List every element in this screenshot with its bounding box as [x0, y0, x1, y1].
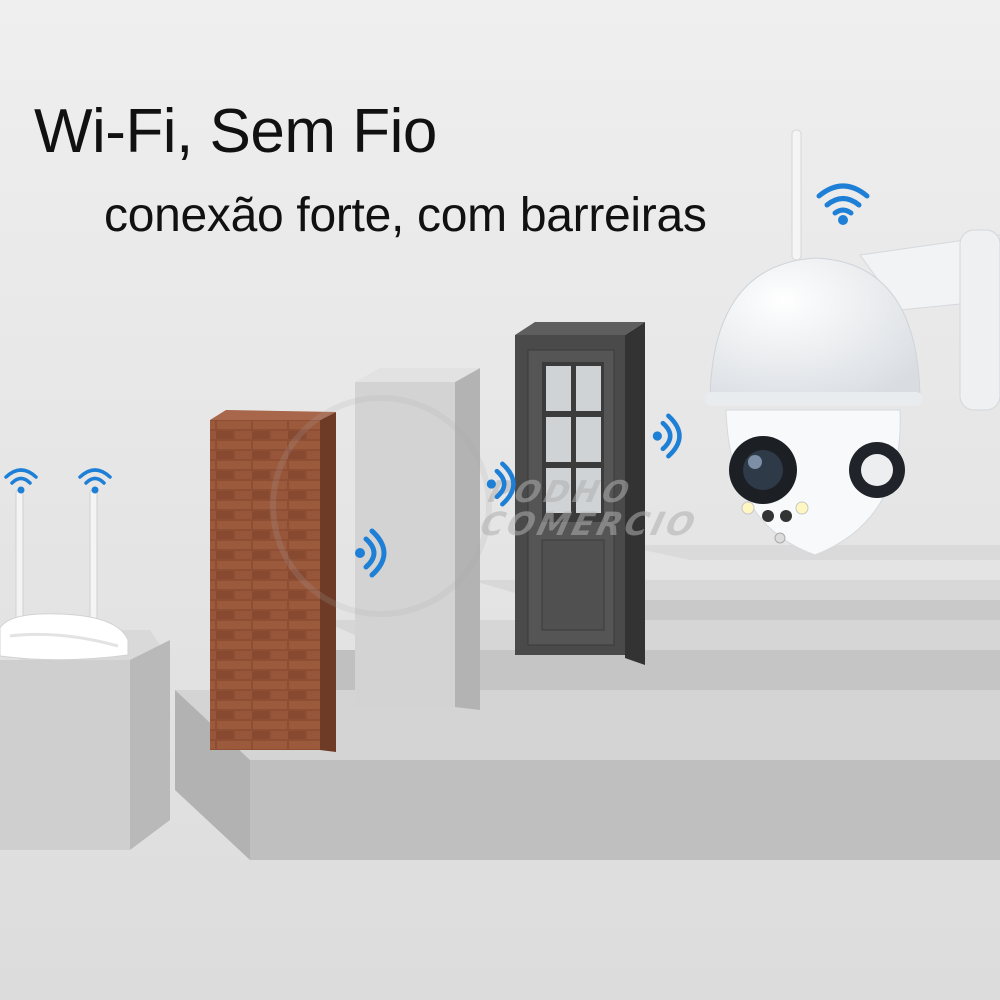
watermark-seal-icon	[270, 395, 492, 617]
staircase	[175, 545, 1000, 860]
door	[515, 322, 645, 665]
wifi-signal-icon	[816, 183, 870, 225]
router-pedestal	[0, 630, 170, 850]
wifi-signal-icon	[652, 413, 682, 459]
wifi-signal-icon	[4, 468, 38, 494]
wifi-signal-icon	[486, 461, 516, 507]
security-camera	[705, 129, 1000, 556]
wifi-signal-icon	[355, 528, 387, 578]
watermark-line2: COMERCIO	[476, 505, 702, 543]
wifi-signal-icon	[78, 468, 112, 494]
subline: conexão forte, com barreiras	[104, 189, 707, 242]
headline: Wi-Fi, Sem Fio	[34, 97, 437, 166]
